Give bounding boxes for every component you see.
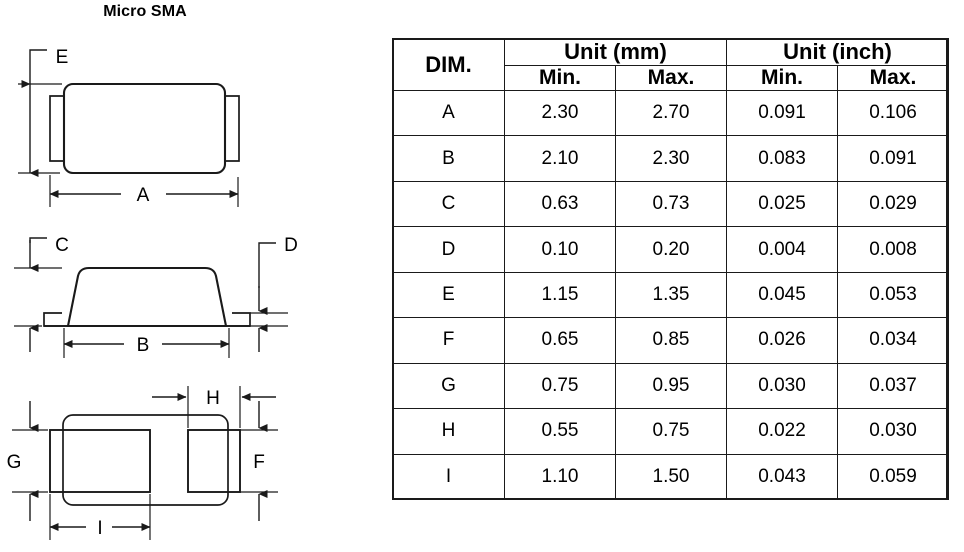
header-mm-max: Max. — [615, 65, 727, 91]
cell-mm-max: 1.35 — [615, 271, 727, 319]
dimension-c — [14, 237, 62, 352]
cell-dim-letter: A — [392, 89, 505, 137]
cell-inch-min: 0.004 — [726, 226, 838, 273]
cell-mm-max: 2.30 — [615, 135, 727, 182]
cell-mm-max: 1.50 — [615, 453, 727, 500]
cell-dim-letter: H — [392, 408, 505, 455]
label-h: H — [206, 388, 220, 409]
cell-inch-max: 0.034 — [836, 317, 950, 364]
label-f: F — [253, 452, 265, 473]
cell-inch-max: 0.008 — [836, 226, 950, 273]
cell-mm-min: 1.15 — [504, 271, 616, 319]
cell-mm-max: 2.70 — [615, 89, 727, 137]
cell-inch-max: 0.106 — [836, 89, 950, 137]
cell-inch-max: 0.059 — [836, 453, 950, 500]
cell-mm-min: 1.10 — [504, 453, 616, 500]
dimension-f — [240, 401, 278, 521]
cell-dim-letter: F — [392, 317, 505, 364]
page-title: Micro SMA — [103, 3, 187, 20]
mechanical-drawings: E A C D B G F H I — [7, 47, 298, 540]
cell-inch-min: 0.083 — [726, 135, 838, 182]
cell-inch-max: 0.053 — [836, 271, 950, 319]
dimension-table-container: DIM. Unit (mm) Unit (inch) Min. Max. Min… — [392, 38, 950, 500]
table-header-row-units: DIM. Unit (mm) Unit (inch) — [392, 38, 950, 91]
cell-mm-max: 0.20 — [615, 226, 727, 273]
dimension-a — [49, 175, 239, 207]
cell-inch-max: 0.030 — [836, 408, 950, 455]
cell-mm-min: 2.30 — [504, 89, 616, 137]
cell-inch-min: 0.025 — [726, 180, 838, 228]
dimension-g — [12, 401, 48, 521]
cell-dim-letter: C — [392, 180, 505, 228]
cell-dim-letter: B — [392, 135, 505, 182]
top-view-geometry — [49, 82, 240, 175]
cell-inch-min: 0.026 — [726, 317, 838, 364]
dimension-i — [49, 494, 151, 540]
cell-mm-min: 0.65 — [504, 317, 616, 364]
cell-mm-max: 0.75 — [615, 408, 727, 455]
label-e: E — [56, 47, 69, 68]
cell-inch-max: 0.029 — [836, 180, 950, 228]
dimension-d — [250, 242, 288, 352]
cell-mm-min: 0.75 — [504, 362, 616, 410]
label-g: G — [7, 452, 22, 473]
cell-mm-min: 0.10 — [504, 226, 616, 273]
header-inch-max: Max. — [836, 65, 950, 91]
dimension-b — [63, 328, 230, 358]
dimension-h — [152, 386, 276, 428]
cell-mm-max: 0.95 — [615, 362, 727, 410]
cell-dim-letter: G — [392, 362, 505, 410]
header-mm-min: Min. — [504, 65, 616, 91]
dimension-e — [18, 49, 62, 177]
cell-inch-min: 0.030 — [726, 362, 838, 410]
label-i: I — [97, 518, 102, 539]
cell-mm-min: 0.63 — [504, 180, 616, 228]
header-unit-inch: Unit (inch) — [725, 38, 950, 66]
label-c: C — [55, 235, 69, 256]
bottom-view-geometry — [49, 414, 241, 506]
label-a: A — [137, 185, 150, 206]
cell-dim-letter: E — [392, 271, 505, 319]
header-inch-min: Min. — [726, 65, 838, 91]
cell-mm-min: 0.55 — [504, 408, 616, 455]
header-unit-mm: Unit (mm) — [504, 38, 727, 66]
table-header: DIM. Unit (mm) Unit (inch) Min. Max. Min… — [392, 38, 950, 91]
cell-inch-max: 0.037 — [836, 362, 950, 410]
cell-inch-min: 0.022 — [726, 408, 838, 455]
cell-mm-max: 0.85 — [615, 317, 727, 364]
cell-dim-letter: D — [392, 226, 505, 273]
header-dim: DIM. — [392, 38, 505, 91]
cell-inch-min: 0.091 — [726, 89, 838, 137]
side-view-geometry — [43, 266, 251, 328]
label-b: B — [137, 335, 150, 356]
cell-mm-min: 2.10 — [504, 135, 616, 182]
cell-inch-min: 0.043 — [726, 453, 838, 500]
cell-inch-min: 0.045 — [726, 271, 838, 319]
cell-dim-letter: I — [392, 453, 505, 500]
cell-mm-max: 0.73 — [615, 180, 727, 228]
label-d: D — [284, 235, 298, 256]
dimension-table: DIM. Unit (mm) Unit (inch) Min. Max. Min… — [392, 38, 950, 500]
cell-inch-max: 0.091 — [836, 135, 950, 182]
